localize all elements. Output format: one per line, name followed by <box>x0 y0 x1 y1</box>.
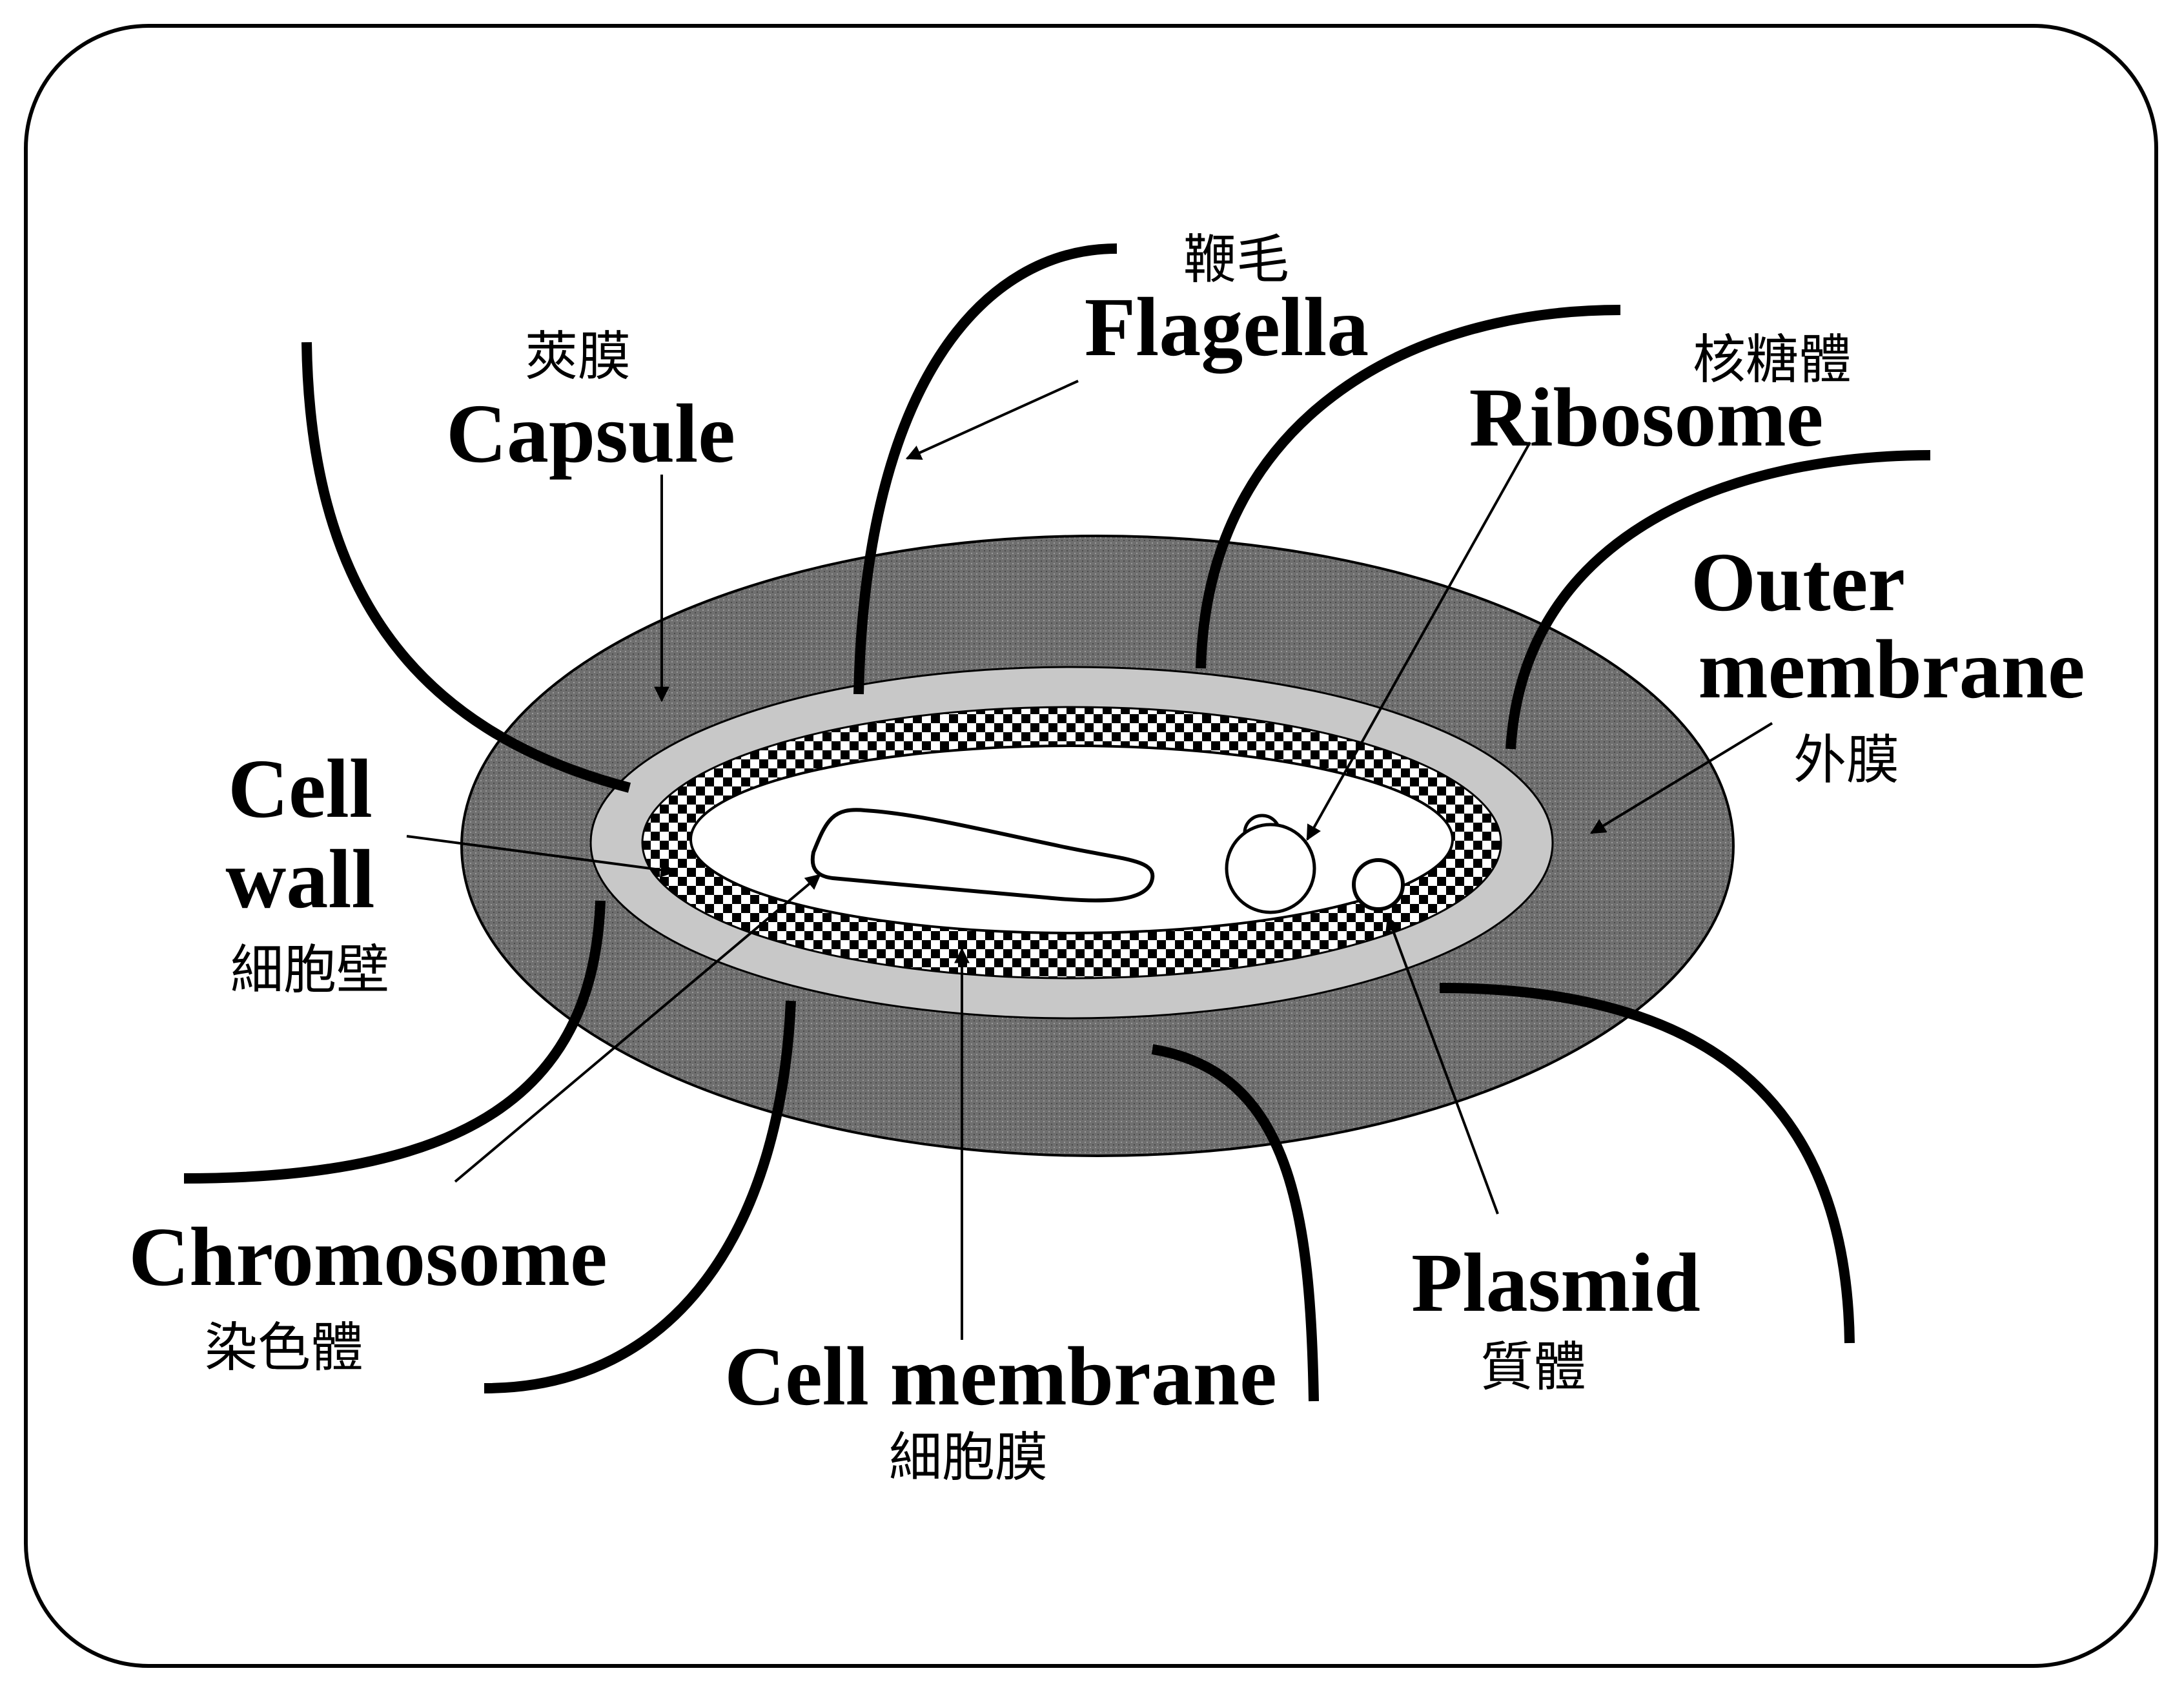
cell-wall-zh-label: 細胞壁 <box>230 940 389 1001</box>
cytoplasm <box>691 746 1453 933</box>
plasmid-zh-label: 質體 <box>1480 1337 1586 1398</box>
outer-membrane-zh-label: 外膜 <box>1793 730 1899 791</box>
capsule-en-label: Capsule <box>446 387 735 480</box>
cell-wall-en-line1: Cell <box>228 743 373 836</box>
ribosome-large <box>1227 825 1314 912</box>
outer-membrane-en-line1: Outer <box>1691 536 1905 629</box>
cell-membrane-en-label: Cell membrane <box>724 1330 1277 1423</box>
chromosome-en-label: Chromosome <box>128 1211 607 1304</box>
cell-wall-en-line2: wall <box>225 833 374 926</box>
chromosome-zh-label: 染色體 <box>205 1317 363 1379</box>
flagella-en-label: Flagella <box>1085 281 1369 374</box>
outer-membrane-en-line2: membrane <box>1698 623 2085 716</box>
cell-membrane-zh-label: 細胞膜 <box>889 1427 1048 1488</box>
ribosome-en-label: Ribosome <box>1469 371 1824 464</box>
plasmid-en-label: Plasmid <box>1411 1237 1700 1330</box>
plasmid-ring <box>1354 860 1403 909</box>
capsule-zh-label: 莢膜 <box>525 326 631 387</box>
